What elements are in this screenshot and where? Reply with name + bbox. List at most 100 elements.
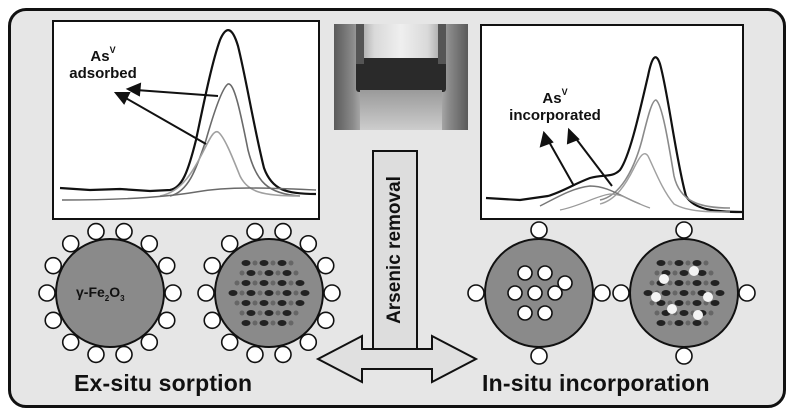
surface-beads (38, 221, 756, 365)
lattice-atom (241, 300, 251, 306)
lattice-atom (282, 290, 292, 296)
lattice-atom (257, 310, 263, 316)
arsenate-bead (220, 333, 239, 352)
arsenate-bead (246, 222, 264, 241)
lattice-atom (241, 320, 251, 326)
lattice-atom (685, 300, 691, 306)
lattice-atom (282, 270, 292, 276)
lattice-atom (667, 320, 673, 326)
incorporated-bead (557, 275, 573, 291)
lattice-atom (697, 270, 707, 276)
arsenate-bead (157, 256, 176, 275)
lattice-atom (674, 260, 684, 266)
lattice-atom (228, 290, 238, 296)
lattice-atom (293, 270, 299, 276)
lattice-atom (692, 280, 702, 286)
lattice-atom (293, 290, 299, 296)
arsenate-bead (467, 284, 485, 302)
incorporated-bead (537, 305, 553, 321)
arrows-insitu (539, 127, 613, 187)
lattice-atom (692, 320, 702, 326)
formula-sub2: 3 (120, 293, 125, 303)
lattice-atom (288, 260, 294, 266)
arsenate-bead (220, 234, 239, 253)
annotation-adsorbed: AsV adsorbed (58, 44, 148, 82)
arsenate-bead (299, 333, 318, 352)
lattice-atom (672, 270, 678, 276)
arsenic-atom (689, 266, 699, 276)
lattice-atom (674, 280, 684, 286)
spectrum-curves-insitu (485, 56, 743, 214)
incorporated-bead (527, 285, 543, 301)
particle-plain-exsitu (55, 238, 165, 348)
lattice-atom (690, 290, 696, 296)
lattice-atom (295, 280, 305, 286)
arsenate-bead (140, 333, 159, 352)
arsenate-bead (61, 333, 80, 352)
lattice-atom (239, 310, 245, 316)
lattice-atom (674, 320, 684, 326)
lattice-atom (715, 290, 725, 296)
lattice-atom (282, 310, 292, 316)
lattice-atom (692, 300, 702, 306)
lattice-atom (275, 310, 281, 316)
lattice-atom (257, 270, 263, 276)
lattice-atom (649, 300, 655, 306)
lattice-atom (703, 260, 709, 266)
lattice-atom (275, 290, 281, 296)
annotation-adsorbed-sub: adsorbed (69, 65, 137, 82)
lattice-atom (656, 320, 666, 326)
arsenate-bead (675, 221, 693, 239)
lattice-atom (667, 260, 673, 266)
spectrum-panel-insitu (480, 24, 744, 220)
incorporated-bead (507, 285, 523, 301)
lattice-atom (239, 270, 245, 276)
lattice-atom (239, 290, 245, 296)
lattice-atom (654, 270, 660, 276)
lattice-atom (288, 320, 294, 326)
annotation-adsorbed-sup: V (109, 45, 116, 55)
lattice-atom (241, 280, 251, 286)
annotation-incorporated: AsV incorporated (490, 86, 620, 124)
incorporated-bead (517, 265, 533, 281)
arsenic-atom (703, 292, 713, 302)
arsenic-removal-label: Arsenic removal (384, 176, 405, 324)
caption-exsitu: Ex-situ sorption (74, 370, 253, 396)
arsenate-bead (197, 284, 215, 302)
lattice-atom (672, 290, 678, 296)
lattice-atom (270, 320, 276, 326)
particle-lattice-insitu (629, 238, 739, 348)
lattice-atom (246, 290, 256, 296)
lattice-atom (679, 290, 689, 296)
arsenate-bead (87, 345, 105, 364)
lattice-atom (277, 300, 287, 306)
lattice-atom (252, 280, 258, 286)
lattice-atom (288, 300, 294, 306)
arsenate-bead (157, 311, 176, 330)
lattice-atom (252, 300, 258, 306)
lattice-atom (275, 270, 281, 276)
annotation-incorporated-sub: incorporated (509, 107, 601, 124)
lattice-atom (246, 270, 256, 276)
arsenic-atom (659, 274, 669, 284)
arsenate-bead (44, 311, 63, 330)
arsenate-bead (612, 284, 630, 302)
lattice-atom (252, 260, 258, 266)
lattice-atom (293, 310, 299, 316)
lattice-atom (661, 290, 671, 296)
lattice-atom (679, 270, 689, 276)
spectrum-panel-exsitu (52, 20, 320, 220)
arsenic-atom (693, 310, 703, 320)
sample-photo (334, 24, 468, 130)
arsenate-bead (203, 311, 222, 330)
double-arrow (315, 334, 479, 384)
lattice-atom (674, 300, 684, 306)
spectrum-curves-exsitu (59, 29, 317, 201)
lattice-atom (667, 280, 673, 286)
lattice-atom (692, 260, 702, 266)
lattice-atom (270, 280, 276, 286)
lattice-atom (679, 310, 689, 316)
incorporated-bead (517, 305, 533, 321)
lattice-atom (264, 310, 274, 316)
lattice-atom (234, 300, 240, 306)
